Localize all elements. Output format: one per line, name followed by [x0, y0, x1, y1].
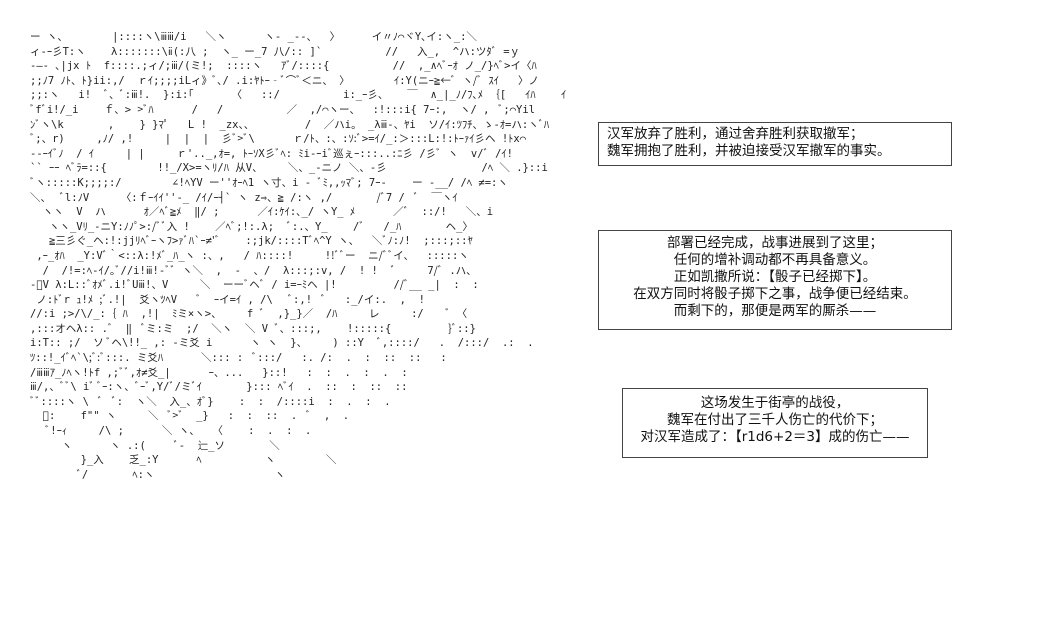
ascii-art-illustration: ー ヽ、 |::::ヽ\ⅲⅲ/i ＼ヽ ヽ‐ _‐-、 〉 イ〃ﾉ⌒ヾY､イ:ヽ… — [30, 30, 610, 600]
ascii-art-line: i:T:: ;/ ソ ﾞヘ\!!_ ,: -ミ爻 i ヽ ヽ }、 ) ::Y … — [30, 337, 534, 350]
ascii-art-line: ﾞ!ｰｨ /\ ; ＼ ヽ、 〈 : . : . — [30, 425, 312, 438]
ascii-art-line: /ⅲⅲｱ_ﾉﾍヽ!ﾄf ,;ﾞﾞ,ｵ≠爻_| ｰ、... }::! : : . … — [30, 366, 408, 379]
ascii-art-line: ィ-ｰ彡T:ヽ λ:::::::\ⅱ(:八 ; ヽ_ ー_7 八/:: ]` /… — [30, 45, 521, 58]
ascii-art-line: ;;ﾉ7 ﾉﾄ、ﾄ}ii:,/ ｒｲ;;;;iLィ》ﾞ､/ .i:ﾔﾄｰ‐ﾞ⌒ﾞ… — [30, 74, 539, 87]
ascii-art-line: --ｰｲﾞﾉ / ｲ | | ｒ'.._,ｵ=, ﾄｰｿX彡ﾞﾍ: ﾐi-ｰiﾞ… — [30, 147, 514, 160]
ascii-art-line: ﾞ;、r) ,ﾉ/ ,! | | | 彡ﾞ>ﾞ\ ｒ/ﾄ、:、:ｿ:ﾞ>=ｲ/_… — [30, 133, 527, 146]
narration-line: 魏军在付出了三千人伤亡的代价下； — [667, 412, 883, 428]
narration-line: 部署已经完成，战事进展到了这里； — [667, 235, 883, 251]
ascii-art-line: `` ｰｰ ﾍﾞﾗ=::{ !!_/X>=ヽﾘ/ﾊ 从V、 ＼、_-ニノ ＼、-… — [30, 162, 548, 175]
ascii-art-line: ヽ ヽ .:( ﾞ- 辷_ソ ＼ — [30, 439, 280, 452]
ascii-art-line: ノ:ﾄﾞr ｭ!ﾒ ;ﾞ.!| 爻ヽﾂﾍV ﾞ ｰイ=ｲ , /\ ﾞ:,! ﾞ… — [30, 293, 425, 306]
ascii-art-line: ;;:ヽ i! ﾞ、ﾞ:ⅲ!. }:i:｢ 〈 ::/ i:_ｰ彡、 ￣ ∧_|… — [30, 89, 567, 102]
ascii-art-line: ﾞ: f"" ヽ ＼ ﾞ>ﾞ _} : : :: . ﾞ , . — [30, 410, 350, 423]
ascii-art-line: ＼、 ﾞl:ﾉV 〈:ｆｰｲｲ''‐_ /ｲ/ｰ┤` ヽ z⇒、≧ /:ヽ ,/… — [30, 191, 458, 204]
ascii-art-line: ,ｰ_ｵﾊ _Y:Vﾞ｀<::λ:!ﾒﾞ_ﾊ_ヽ :、, / ﾊ::::! !!… — [30, 249, 469, 262]
ascii-art-line: //:i ;>/\/_:｛ ﾊ ,!| ﾐミ×ヽ>、 f ﾞ ,}_}／ /ﾊ … — [30, 308, 468, 321]
narration-box-2: 部署已经完成，战事进展到了这里； 任何的增补调动都不再具备意义。 正如凯撒所说：… — [598, 230, 952, 330]
ascii-art-line: ー ヽ、 |::::ヽ\ⅲⅲ/i ＼ヽ ヽ‐ _‐-、 〉 イ〃ﾉ⌒ヾY､イ:ヽ… — [30, 31, 477, 43]
narration-line: 在双方同时将骰子掷下之事，战争便已经结束。 — [633, 286, 917, 302]
ascii-art-line: ,:::オヘλ:: .ﾞ ‖ ﾞミ:ミ ;/ ＼ヽ ＼ V ﾞ、:::;, !:… — [30, 322, 476, 335]
narration-line: 对汉军造成了：【r1d6+2＝3】成的伤亡—— — [640, 429, 910, 445]
ascii-art-line: / /!=:ﾍ-ｲ/｡ﾞ//i!ⅲ!-ﾞﾞ ヽ＼ , - 、/ λ:::;:v,… — [30, 264, 477, 277]
narration-line: 汉军放弃了胜利，通过舍弃胜利获取撤军； — [607, 126, 864, 142]
ascii-art-line: ヽヽ V ハ ｵ／ﾍﾞ≧ﾒ ‖/ ; ／ｲ:ｹｲ:､_/ ヽY_ ﾒ ／ﾞ ::… — [30, 206, 494, 219]
narration-line: 正如凯撒所说：【骰子已经掷下】。 — [673, 269, 877, 285]
narration-line: 魏军拥抱了胜利，并被迫接受汉军撤军的事实。 — [607, 143, 891, 159]
ascii-art-line: ≧三彡ぐ_ヘ:!:jjﾘﾍﾞｰヽﾌ>ｧﾞﾊ`ｰ≠'ﾞ :;jk/::::Tﾞﾍ^… — [30, 235, 473, 248]
narration-box-3: 这场发生于街亭的战役， 魏军在付出了三千人伤亡的代价下； 对汉军造成了：【r1d… — [622, 388, 928, 458]
narration-line: 任何的增补调动都不再具备意义。 — [673, 252, 877, 268]
ascii-art-line: -―‐ ､|jx ﾄ f::::.;ィ/;ⅲ/(ミ!; ::::ヽ ｱﾞ/:::… — [30, 60, 537, 73]
ascii-art-line: ﾞﾞ::::ヽ \ ﾞ ﾞ: ヽ＼ 入_、ｵﾞ} : : /::::i : . … — [30, 395, 391, 408]
ascii-art-line: -ﾞV λ:L::ﾞｵﾒﾞ.i!ﾞUⅲ!、V ＼ ーーﾞヘﾞ / i=ｰﾐヘ |… — [30, 279, 479, 292]
ascii-art-line: ﾝﾞヽ\k , } }ﾏﾟ L ! _zx、、 / ／ハi。 _λⅲ-、ﾔi ソ… — [30, 118, 550, 131]
ascii-art-line: }_入 乏_:Y ﾍ ヽ ＼ — [30, 454, 337, 467]
narration-box-1: 汉军放弃了胜利，通过舍弃胜利获取撤军； 魏军拥抱了胜利，并被迫接受汉军撤军的事实… — [598, 122, 952, 166]
ascii-art-line: ﾂ::!_ｲﾞﾍ`\;ﾞ:ﾞ:::. ミ爻ﾊ ＼::: : ﾞ:::/ :. /… — [30, 352, 447, 365]
ascii-art-line: ⅲ/,、ﾞﾞ\ iﾞ ﾞｰ:ヽ、ﾞｰﾞ,Y/ﾞ/ミﾞｲ }::: ﾍﾞｲ . :… — [30, 381, 408, 394]
narration-line: 而剩下的，那便是两军的厮杀—— — [673, 303, 877, 319]
narration-line: 这场发生于街亭的战役， — [700, 395, 850, 411]
ascii-art-line: ヽヽ_Vﾘ_-ニY:ﾉﾉﾟ>:/ﾞﾞ入 ! ／ﾍﾞ;!:.λ; ﾞ:.、Y_ /… — [30, 220, 473, 233]
ascii-art-line: ﾞヽ:::::K;;;;:/ ∠!ﾍYV ー''ｵｰﾍ1 ヽ寸、i ‐ ﾞﾐ,,… — [30, 176, 508, 189]
ascii-art-line: ﾞfﾞi!/_i ｆ、> >ﾞﾊ / / ／ ,/⌒ヽー、 :!:::i{ 7ｰ… — [30, 103, 536, 116]
ascii-art-line: ﾞ/ ﾍ:ヽ ヽ — [30, 468, 286, 481]
